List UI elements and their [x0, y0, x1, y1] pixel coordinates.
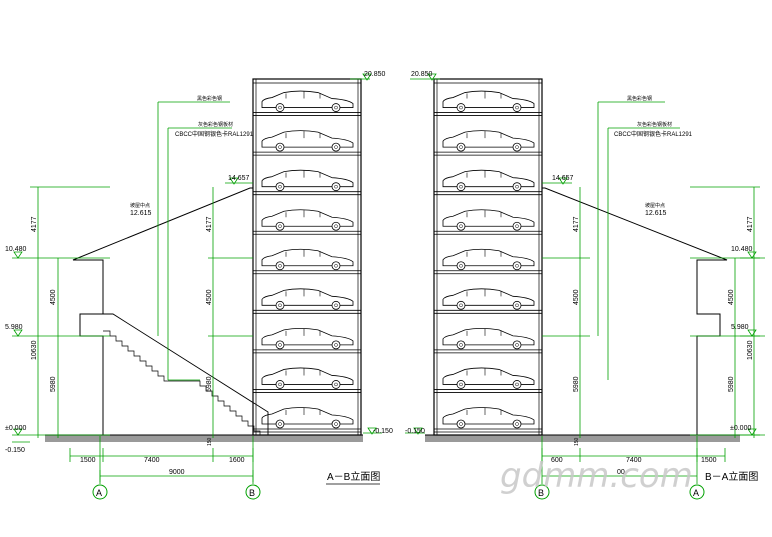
- car-icon: [261, 248, 354, 271]
- car-icon: [261, 288, 354, 310]
- left-dim-4500: 4500: [50, 289, 57, 305]
- left-bottom-9000: 9000: [169, 469, 185, 476]
- left-ground-hatch: [45, 435, 363, 442]
- right-elevation: 20.850 14.657 10.480 5.980 ±0.000 -0.150…: [405, 71, 765, 500]
- right-axis-a-bubble: [689, 484, 705, 500]
- car-icon: [442, 90, 535, 112]
- left-slope-level: 12.615: [130, 210, 152, 217]
- car-icon: [442, 288, 535, 310]
- left-mid-dim-4177: 4177: [206, 216, 213, 232]
- left-axis-a-bubble: [92, 484, 108, 500]
- car-icon: [442, 130, 535, 152]
- right-level-5980: 5.980: [731, 324, 749, 331]
- right-slope-level: 12.615: [645, 210, 667, 217]
- right-note-3: CBCC中国钢银色卡RAL1291: [614, 130, 693, 138]
- left-top-level: 20.850: [364, 71, 386, 78]
- left-level-neg: -0.150: [5, 447, 25, 454]
- left-axis-b: B: [249, 488, 255, 498]
- car-icon: [442, 327, 535, 350]
- left-dim-5980: 5980: [50, 376, 57, 392]
- left-dim-10630: 10630: [31, 340, 38, 360]
- left-mid-dim-5980: 5980: [206, 376, 213, 392]
- left-level-zero: ±0.000: [5, 425, 26, 432]
- right-level-zero: ±0.000: [730, 425, 751, 432]
- right-bottom-7400: 7400: [626, 457, 642, 464]
- car-icon: [442, 209, 535, 231]
- car-icon: [442, 367, 535, 389]
- car-icon: [261, 130, 354, 152]
- right-level-neg: -0.150: [405, 428, 425, 435]
- right-top-level: 20.850: [411, 71, 433, 78]
- right-bottom-mid: 00: [617, 469, 625, 476]
- left-note-2: 灰色彩色钢板材: [198, 121, 233, 128]
- car-icon: [261, 209, 354, 231]
- watermark: gdmm.com: [500, 456, 693, 496]
- right-roof-level: 14.657: [552, 175, 574, 182]
- car-icon: [261, 327, 354, 350]
- right-mid-dim-5980: 5980: [573, 376, 580, 392]
- left-mid-dim-4500: 4500: [206, 289, 213, 305]
- right-ground-hatch: [425, 435, 740, 442]
- right-mid-dim-4177: 4177: [573, 216, 580, 232]
- left-level-neg-right: -0.150: [373, 428, 393, 435]
- left-stair-steps: [103, 330, 261, 435]
- right-parking-tower: [433, 78, 543, 436]
- left-stair: [103, 313, 269, 435]
- left-note-1: 黑色彩色钢: [197, 95, 222, 102]
- left-bottom-1600: 1600: [229, 457, 245, 464]
- left-dim-150: 150: [207, 437, 213, 446]
- right-dim-150: 150: [574, 437, 580, 446]
- left-level-10480: 10.480: [5, 246, 27, 253]
- left-note-3: CBCC中国钢银色卡RAL1291: [175, 130, 254, 138]
- car-icon: [442, 169, 535, 192]
- left-slope-label: 坡屋中点: [130, 202, 150, 209]
- right-axis-a: A: [693, 488, 699, 498]
- right-dim-4177: 4177: [747, 216, 754, 232]
- right-axis-b-bubble: [534, 484, 550, 500]
- right-mid-dim-4500: 4500: [573, 289, 580, 305]
- car-icon: [442, 248, 535, 271]
- right-axis-b: B: [538, 488, 544, 498]
- right-slope-label: 坡屋中点: [645, 202, 665, 209]
- left-bottom-7400: 7400: [144, 457, 160, 464]
- left-elevation: 20.850 14.657 10.480 5.980 ±0.000 -0.150…: [5, 71, 393, 500]
- left-building-outline: [72, 187, 253, 435]
- right-title: B－A立面图: [705, 470, 758, 483]
- car-icon: [261, 169, 354, 192]
- right-dim-5980: 5980: [728, 376, 735, 392]
- left-axis-b-bubble: [245, 484, 261, 500]
- right-dim-4500: 4500: [728, 289, 735, 305]
- right-building-outline: [542, 187, 728, 435]
- right-level-10480: 10.480: [731, 246, 753, 253]
- right-note-2: 灰色彩色钢板材: [637, 121, 672, 128]
- left-parking-tower: [252, 78, 362, 436]
- car-icon: [261, 407, 354, 429]
- car-icon: [261, 90, 354, 112]
- left-roof-level: 14.657: [228, 175, 250, 182]
- left-level-5980: 5.980: [5, 324, 23, 331]
- car-icon: [261, 367, 354, 389]
- car-icon: [442, 407, 535, 429]
- left-axis-a: A: [96, 488, 102, 498]
- right-note-1: 黑色彩色钢: [627, 95, 652, 102]
- right-bottom-600: 600: [551, 457, 563, 464]
- right-dim-10630: 10630: [747, 340, 754, 360]
- left-dim-4177: 4177: [31, 216, 38, 232]
- left-title: A－B立面图: [327, 470, 380, 483]
- left-bottom-1500: 1500: [80, 457, 96, 464]
- right-bottom-1500: 1500: [701, 457, 717, 464]
